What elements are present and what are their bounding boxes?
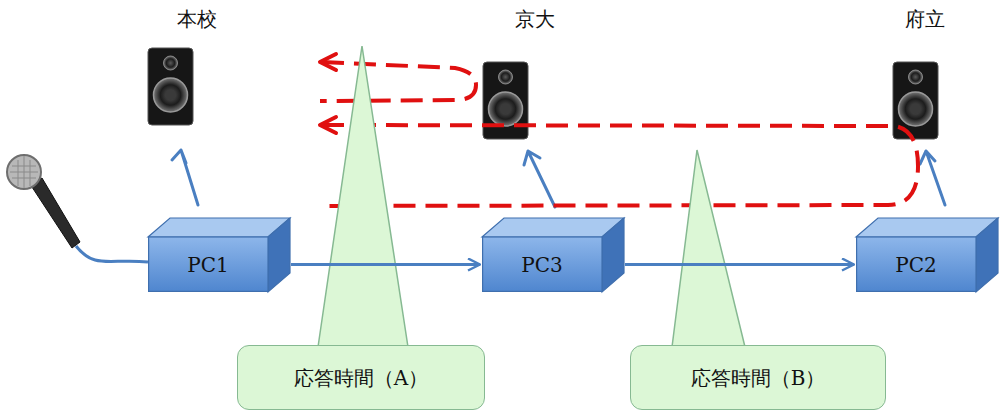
output-arrow (920, 151, 945, 205)
site-label: 京大 (515, 6, 555, 33)
pc-box: PC2 (856, 218, 998, 292)
box-top (148, 218, 290, 237)
site-label: 本校 (177, 6, 217, 33)
loop-arrowhead (320, 117, 336, 133)
pc-box: PC1 (148, 218, 290, 292)
round-trip-loop (320, 62, 476, 101)
box-label: 応答時間（B） (691, 366, 826, 390)
data-flow-arrow (625, 263, 854, 266)
data-flow-arrow (291, 263, 480, 266)
output-arrow (524, 151, 555, 207)
output-arrow (172, 150, 198, 205)
site-label: 府立 (905, 6, 945, 33)
speaker-icon (148, 48, 193, 125)
box-side (976, 218, 998, 292)
box-label: 応答時間（A） (294, 366, 428, 390)
speaker-icon (483, 62, 528, 139)
callout-pointer (672, 150, 745, 347)
round-trip-loop (320, 125, 918, 206)
box-label: PC2 (895, 253, 936, 277)
box-front (483, 237, 602, 291)
box-top (856, 218, 998, 237)
callout-box: 応答時間（A） (237, 345, 485, 410)
callout-box: 応答時間（B） (630, 345, 886, 410)
callout-pointer (318, 46, 408, 347)
box-label: PC1 (187, 253, 228, 277)
microphone-icon (7, 155, 148, 262)
loop-arrowhead (320, 54, 336, 70)
box-side (268, 218, 290, 292)
box-label: PC3 (521, 253, 562, 277)
box-front (149, 237, 268, 291)
box-front (857, 237, 976, 291)
pc-box: PC3 (482, 218, 624, 292)
box-top (482, 218, 624, 237)
box-side (602, 218, 624, 292)
